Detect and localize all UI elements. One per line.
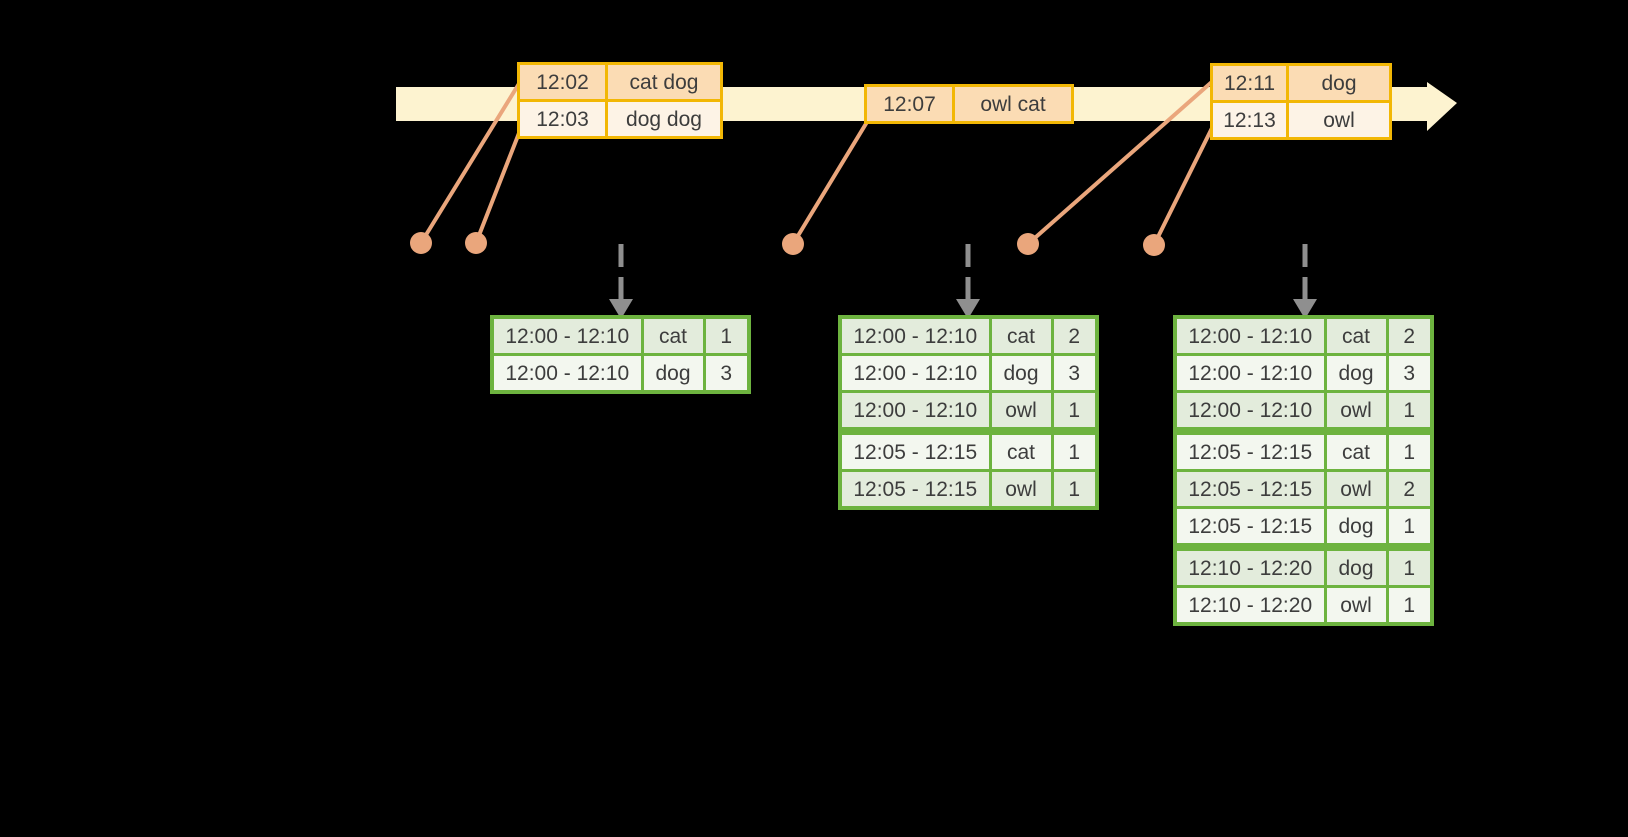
count-cell: 1 (702, 315, 751, 356)
event-table-3: 12:11 dog 12:13 owl (1210, 63, 1392, 140)
window-cell: 12:10 - 12:20 (1173, 585, 1327, 626)
count-cell: 3 (1050, 353, 1099, 393)
count-cell: 1 (1385, 390, 1434, 433)
result-row: 12:00 - 12:10 cat 2 (838, 315, 1099, 356)
event-words-cell: owl cat (952, 84, 1074, 124)
event-row: 12:07 owl cat (864, 84, 1074, 124)
count-cell: 3 (702, 353, 751, 394)
result-table-3: 12:00 - 12:10 cat 2 12:00 - 12:10 dog 3 … (1173, 315, 1434, 626)
count-cell: 1 (1050, 469, 1099, 510)
event-connector-line (474, 126, 523, 245)
event-row: 12:13 owl (1210, 100, 1392, 140)
window-cell: 12:05 - 12:15 (1173, 427, 1327, 472)
word-cell: dog (1323, 543, 1389, 588)
event-words-cell: cat dog (605, 62, 723, 102)
event-connector-line (791, 120, 869, 246)
count-cell: 1 (1385, 543, 1434, 588)
event-row: 12:03 dog dog (517, 99, 723, 139)
window-cell: 12:00 - 12:10 (838, 315, 992, 356)
word-cell: dog (988, 353, 1054, 393)
result-row: 12:00 - 12:10 owl 1 (1173, 390, 1434, 433)
event-words-cell: owl (1286, 100, 1392, 140)
result-row: 12:10 - 12:20 dog 1 (1173, 543, 1434, 588)
result-row: 12:00 - 12:10 dog 3 (1173, 353, 1434, 393)
word-cell: owl (1323, 390, 1389, 433)
count-cell: 2 (1385, 315, 1434, 356)
event-time-cell: 12:03 (517, 99, 608, 139)
event-dot-icon (1017, 233, 1039, 255)
event-dot-icon (1143, 234, 1165, 256)
window-cell: 12:00 - 12:10 (490, 353, 644, 394)
word-cell: dog (1323, 506, 1389, 549)
event-words-cell: dog (1286, 63, 1392, 103)
word-cell: owl (1323, 469, 1389, 509)
word-cell: cat (640, 315, 706, 356)
count-cell: 3 (1385, 353, 1434, 393)
event-dot-icon (465, 232, 487, 254)
result-row: 12:00 - 12:10 dog 3 (838, 353, 1099, 393)
event-table-1: 12:02 cat dog 12:03 dog dog (517, 62, 723, 139)
window-cell: 12:00 - 12:10 (1173, 390, 1327, 433)
result-row: 12:10 - 12:20 owl 1 (1173, 585, 1434, 626)
count-cell: 1 (1050, 427, 1099, 472)
event-time-cell: 12:13 (1210, 100, 1289, 140)
event-row: 12:02 cat dog (517, 62, 723, 102)
event-time-cell: 12:02 (517, 62, 608, 102)
event-dot-icon (410, 232, 432, 254)
event-words-cell: dog dog (605, 99, 723, 139)
event-connector-line (1152, 122, 1216, 247)
word-cell: cat (1323, 315, 1389, 356)
window-cell: 12:00 - 12:10 (1173, 315, 1327, 356)
event-row: 12:11 dog (1210, 63, 1392, 103)
result-row: 12:00 - 12:10 cat 2 (1173, 315, 1434, 356)
result-table-1: 12:00 - 12:10 cat 1 12:00 - 12:10 dog 3 (490, 315, 751, 394)
window-cell: 12:00 - 12:10 (1173, 353, 1327, 393)
result-row: 12:00 - 12:10 owl 1 (838, 390, 1099, 433)
window-cell: 12:00 - 12:10 (490, 315, 644, 356)
window-cell: 12:00 - 12:10 (838, 390, 992, 433)
window-cell: 12:00 - 12:10 (838, 353, 992, 393)
word-cell: cat (1323, 427, 1389, 472)
word-cell: cat (988, 315, 1054, 356)
count-cell: 1 (1385, 585, 1434, 626)
word-cell: cat (988, 427, 1054, 472)
count-cell: 1 (1050, 390, 1099, 433)
window-cell: 12:05 - 12:15 (838, 469, 992, 510)
word-cell: owl (988, 390, 1054, 433)
count-cell: 2 (1050, 315, 1099, 356)
event-time-cell: 12:07 (864, 84, 955, 124)
result-row: 12:05 - 12:15 owl 1 (838, 469, 1099, 510)
window-cell: 12:05 - 12:15 (1173, 469, 1327, 509)
result-row: 12:05 - 12:15 cat 1 (838, 427, 1099, 472)
window-cell: 12:10 - 12:20 (1173, 543, 1327, 588)
word-cell: owl (988, 469, 1054, 510)
event-dot-icon (782, 233, 804, 255)
result-table-2: 12:00 - 12:10 cat 2 12:00 - 12:10 dog 3 … (838, 315, 1099, 510)
count-cell: 1 (1385, 506, 1434, 549)
result-row: 12:00 - 12:10 cat 1 (490, 315, 751, 356)
trigger-arrowhead-icon (609, 299, 633, 319)
result-row: 12:05 - 12:15 dog 1 (1173, 506, 1434, 549)
count-cell: 1 (1385, 427, 1434, 472)
result-row: 12:05 - 12:15 cat 1 (1173, 427, 1434, 472)
word-cell: dog (1323, 353, 1389, 393)
window-cell: 12:05 - 12:15 (838, 427, 992, 472)
trigger-arrowhead-icon (956, 299, 980, 319)
event-table-2: 12:07 owl cat (864, 84, 1074, 124)
trigger-arrowhead-icon (1293, 299, 1317, 319)
word-cell: owl (1323, 585, 1389, 626)
result-row: 12:05 - 12:15 owl 2 (1173, 469, 1434, 509)
result-row: 12:00 - 12:10 dog 3 (490, 353, 751, 394)
event-connector-line (1026, 78, 1216, 246)
timeline-arrowhead-icon (1427, 82, 1457, 131)
count-cell: 2 (1385, 469, 1434, 509)
event-connector-line (419, 80, 522, 245)
event-time-cell: 12:11 (1210, 63, 1289, 103)
window-cell: 12:05 - 12:15 (1173, 506, 1327, 549)
word-cell: dog (640, 353, 706, 394)
